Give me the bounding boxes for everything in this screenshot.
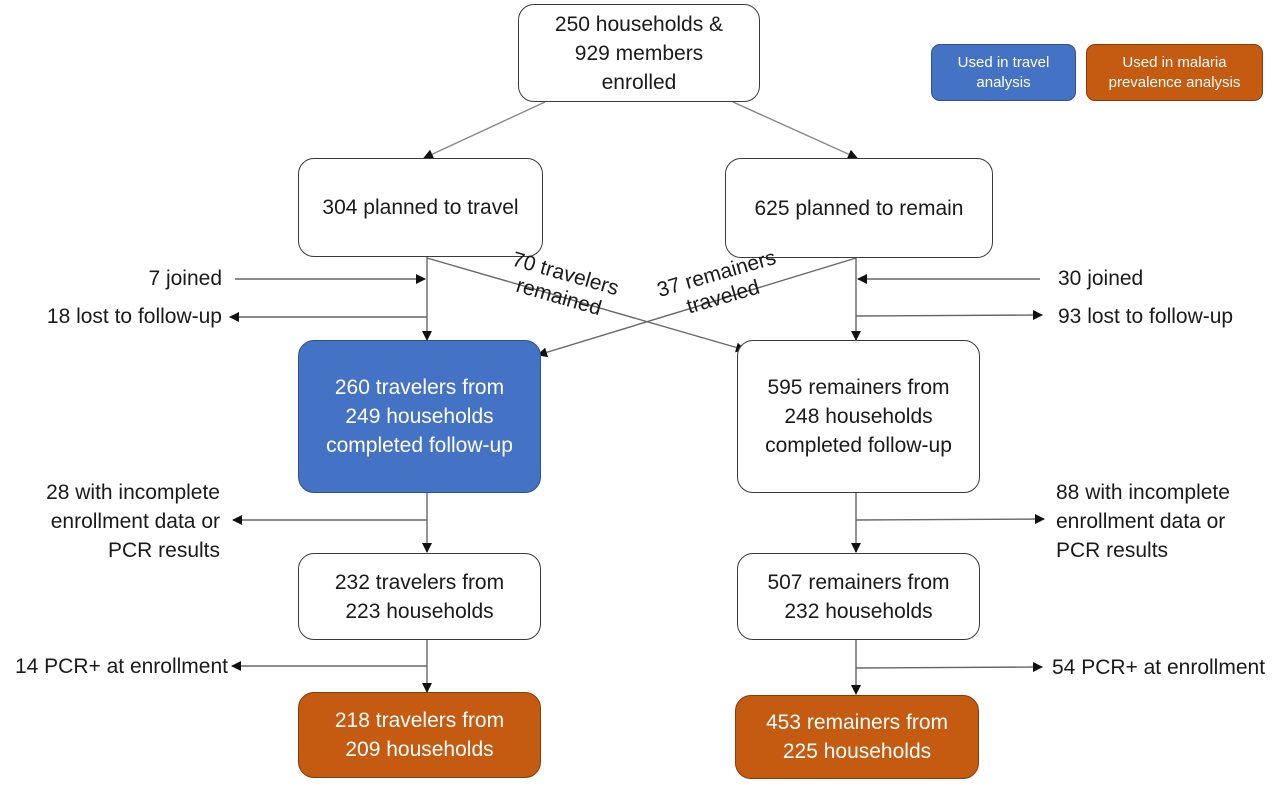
remainers-final-line-2: 225 households xyxy=(782,740,932,763)
right-incomplete-line-2: enrollment data or xyxy=(1056,510,1226,533)
left-joined-label: 7 joined xyxy=(148,267,222,290)
remainers-507-line-1: 507 remainers from xyxy=(767,570,950,594)
right-joined-label: 30 joined xyxy=(1058,267,1144,290)
enrolled-line-1: 250 households & xyxy=(554,12,724,36)
left-incomplete-line-3: PCR results xyxy=(107,539,220,562)
arrow-remainers-traveled xyxy=(537,257,857,358)
planned-travel-text: 304 planned to travel xyxy=(322,196,519,219)
right-incomplete-label: 88 with incomplete enrollment data or PC… xyxy=(1056,478,1230,565)
travelers-final-line-1: 218 travelers from xyxy=(334,709,505,732)
remainers-507-box: 507 remainers from 232 households xyxy=(737,553,980,640)
remainers-507-line-2: 232 households xyxy=(784,599,933,623)
left-pcr-label: 14 PCR+ at enrollment xyxy=(14,655,228,678)
enrolled-box: 250 households & 929 members enrolled xyxy=(518,4,760,102)
travelers-final-line-2: 209 households xyxy=(345,738,494,761)
remainers-final-box: 453 remainers from 225 households xyxy=(735,695,979,779)
legend-malaria-analysis: Used in malaria prevalence analysis xyxy=(1086,44,1263,101)
remainers-final-line-1: 453 remainers from xyxy=(765,711,949,734)
travelers-232-line-2: 223 households xyxy=(345,599,494,623)
arrow-lost-right xyxy=(855,310,1043,321)
travelers-final-box: 218 travelers from 209 households xyxy=(298,692,541,778)
enrolled-line-2: 929 members xyxy=(574,41,704,65)
arrow-enrolled-to-remain xyxy=(732,101,858,159)
legend-travel-line-1: Used in travel xyxy=(957,53,1050,71)
legend-malaria-line-2: prevalence analysis xyxy=(1108,73,1241,91)
right-pcr-label: 54 PCR+ at enrollment xyxy=(1052,656,1266,679)
right-lost-label: 93 lost to follow-up xyxy=(1058,305,1234,328)
legend-travel-analysis: Used in travel analysis xyxy=(931,44,1076,101)
right-incomplete-line-1: 88 with incomplete xyxy=(1056,481,1230,504)
arrow-pcr-right xyxy=(855,662,1043,673)
remainers-completed-box: 595 remainers from 248 households comple… xyxy=(737,340,980,493)
arrow-enrolled-to-travel xyxy=(423,101,546,159)
left-incomplete-label: 28 with incomplete enrollment data or PC… xyxy=(46,478,220,565)
left-incomplete-line-1: 28 with incomplete xyxy=(46,481,220,504)
planned-travel-box: 304 planned to travel xyxy=(298,158,543,257)
travelers-232-box: 232 travelers from 223 households xyxy=(298,553,541,640)
remainers-completed-line-1: 595 remainers from xyxy=(767,376,950,399)
arrow-incomplete-right xyxy=(855,514,1045,525)
travelers-232-line-1: 232 travelers from xyxy=(334,570,505,594)
planned-remain-box: 625 planned to remain xyxy=(725,158,993,258)
planned-remain-text: 625 planned to remain xyxy=(754,196,964,220)
remainers-completed-line-3: completed follow-up xyxy=(765,434,952,457)
legend-travel-line-2: analysis xyxy=(976,73,1031,91)
travelers-completed-line-2: 249 households xyxy=(345,405,494,428)
travelers-completed-box: 260 travelers from 249 households comple… xyxy=(298,340,541,493)
arrow-travelers-remained xyxy=(426,257,746,353)
legend-malaria-line-1: Used in malaria xyxy=(1122,53,1227,71)
left-incomplete-line-2: enrollment data or xyxy=(50,510,220,533)
right-incomplete-line-3: PCR results xyxy=(1056,539,1169,562)
enrolled-line-3: enrolled xyxy=(601,70,677,94)
remainers-completed-line-2: 248 households xyxy=(784,405,933,428)
travelers-completed-line-3: completed follow-up xyxy=(326,434,513,457)
left-lost-label: 18 lost to follow-up xyxy=(46,305,222,328)
travelers-completed-line-1: 260 travelers from xyxy=(334,376,505,399)
